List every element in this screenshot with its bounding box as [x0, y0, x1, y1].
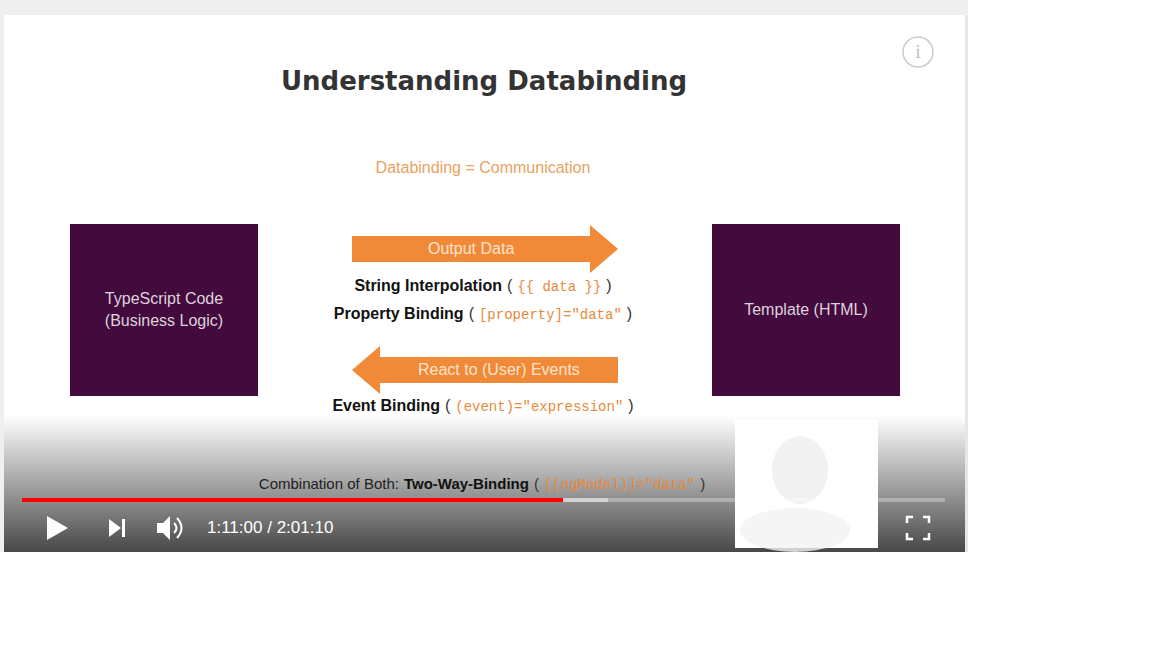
bracket: ) [606, 274, 611, 298]
code-syntax: [property]="data" [479, 303, 622, 327]
logic-box: Template (HTML) [712, 224, 900, 396]
info-icon [903, 37, 933, 67]
video-time: 1:11:00 / 2:01:10 [207, 516, 333, 540]
code-syntax: (event)="expression" [455, 395, 623, 419]
next-icon [109, 519, 121, 537]
volume-icon [157, 516, 170, 540]
slide-title: Understanding Databinding [0, 66, 968, 96]
bracket: ( [445, 394, 450, 418]
fullscreen-icon [907, 517, 929, 539]
progress-track [22, 498, 945, 502]
text-row: Combination of Both:Two-Way-Binding([(ng… [32, 472, 932, 496]
page-strip [0, 15, 4, 552]
progress-played [22, 498, 563, 502]
binding-name: Two-Way-Binding [404, 472, 529, 496]
text-row: String Interpolation({{ data }}) [33, 274, 933, 298]
bracket: ) [627, 302, 632, 326]
bracket: ( [507, 274, 512, 298]
volume-icon [174, 523, 177, 533]
note-text: Combination of Both: [259, 472, 399, 496]
binding-name: Event Binding [332, 394, 440, 418]
play-icon [47, 516, 68, 540]
logic-box: TypeScript Code (Business Logic) [70, 224, 258, 396]
info-letter: i [915, 40, 920, 64]
block-arrow [352, 225, 618, 273]
binding-name: String Interpolation [354, 274, 502, 298]
binding-name: Property Binding [334, 302, 464, 326]
player-shade [4, 415, 965, 552]
text-row: Event Binding((event)="expression") [33, 394, 933, 418]
volume-icon [177, 518, 182, 538]
bracket: ( [469, 302, 474, 326]
text-row: Databinding = Communication [33, 156, 933, 180]
webcam-blur [772, 436, 828, 504]
code-syntax: [(ngModel)]="data" [544, 473, 695, 497]
arrow-label: Output Data [428, 239, 514, 259]
text-row: Property Binding([property]="data") [33, 302, 933, 326]
arrow-label: React to (User) Events [418, 360, 580, 380]
text-row: 1:11:00 / 2:01:10 [207, 516, 333, 540]
bracket: ) [628, 394, 633, 418]
bracket: ) [700, 472, 705, 496]
code-syntax: {{ data }} [517, 275, 601, 299]
box-text: Template (HTML) [744, 299, 868, 321]
progress-buffer [22, 498, 608, 502]
text-row: i [468, 40, 1152, 64]
box-text: TypeScript Code (Business Logic) [84, 288, 244, 332]
block-arrow [352, 346, 618, 394]
bracket: ( [534, 472, 539, 496]
page-strip [0, 0, 968, 15]
next-icon [122, 519, 125, 537]
page-strip [965, 15, 968, 552]
webcam-blur [740, 508, 850, 552]
subtitle: Databinding = Communication [376, 156, 591, 180]
